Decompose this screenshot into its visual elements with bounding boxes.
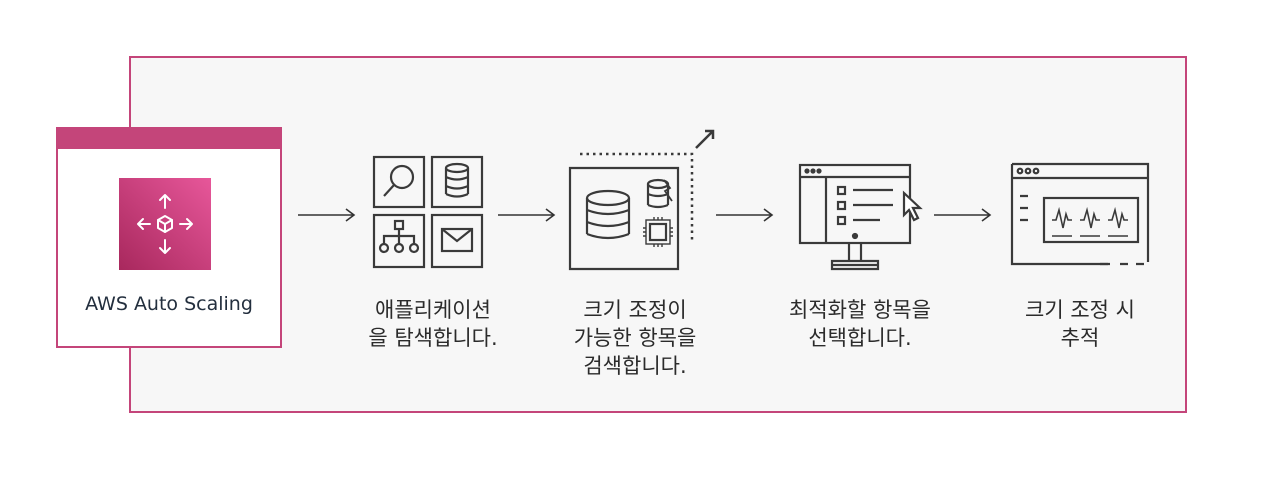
step-3-line-2: 선택합니다. [808,326,912,350]
step-2-label: 크기 조정이 가능한 항목을 검색합니다. [540,296,730,380]
flow-arrow-4 [934,208,992,222]
step-4-label: 크기 조정 시 추적 [985,296,1175,352]
step-4-line-1: 크기 조정 시 [1025,298,1135,322]
discover-resources-icon [372,155,484,269]
service-card-header [58,129,280,149]
step-1-line-1: 애플리케이션 [375,298,491,322]
service-name: AWS Auto Scaling [85,293,253,315]
service-card: AWS Auto Scaling [56,127,282,348]
step-3-line-1: 최적화할 항목을 [789,298,931,322]
step-1-line-2: 을 탐색합니다. [368,326,498,350]
step-3-label: 최적화할 항목을 선택합니다. [760,296,960,352]
step-2-line-3: 검색합니다. [583,354,687,378]
select-optimization-icon [798,163,923,271]
track-scaling-icon [1010,162,1150,266]
step-2-line-2: 가능한 항목을 [573,326,697,350]
flow-arrow-3 [716,208,774,222]
step-1-label: 애플리케이션 을 탐색합니다. [338,296,528,352]
flow-arrow-1 [298,208,356,222]
flow-arrow-2 [498,208,556,222]
scalable-resources-icon [568,129,715,271]
step-2-line-1: 크기 조정이 [583,298,687,322]
auto-scaling-icon [119,178,211,270]
step-4-line-2: 추적 [1060,326,1100,350]
diagram-frame [129,56,1187,413]
